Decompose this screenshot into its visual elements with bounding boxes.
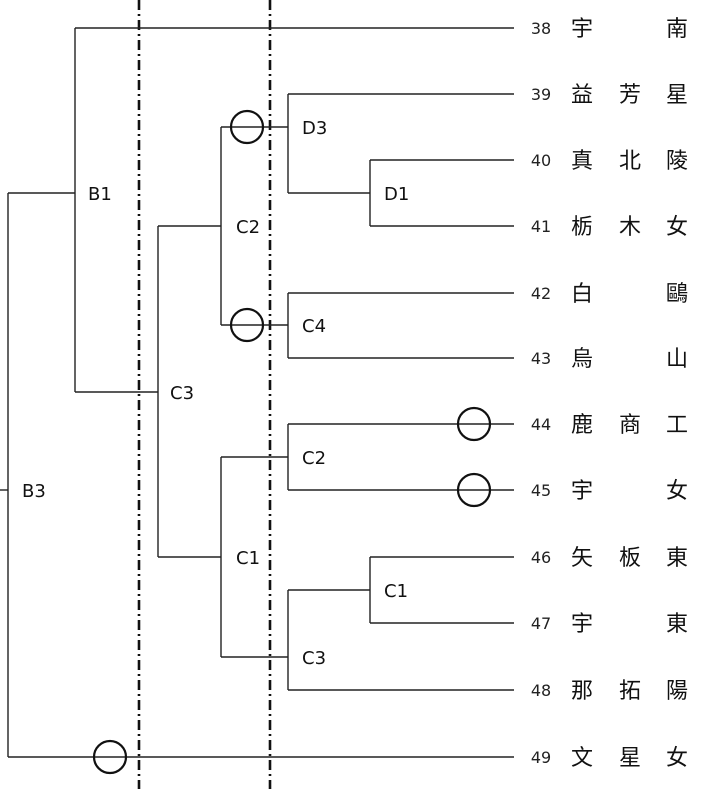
match-labels: D3 D1 C2 C4 C3 C2 C1 C1 C3 B1 B3	[22, 118, 409, 669]
team-number: 41	[531, 217, 551, 236]
team-name-char: 東	[666, 612, 688, 637]
team-number: 42	[531, 284, 551, 303]
match-label-c3-main: C3	[170, 383, 194, 404]
team-number: 45	[531, 481, 551, 500]
match-label-d3: D3	[302, 118, 327, 139]
match-label-c3-lower: C3	[302, 648, 326, 669]
team-number: 43	[531, 349, 551, 368]
team-name-char: 星	[619, 746, 641, 771]
team-name-char: 陽	[666, 679, 688, 704]
team-name-char: 板	[619, 546, 641, 571]
team-name-char: 宇	[571, 612, 593, 637]
team-name-char: 星	[666, 83, 688, 108]
team-number: 44	[531, 415, 551, 434]
match-label-c2-upper: C2	[236, 217, 260, 238]
team-number: 47	[531, 614, 551, 633]
team-entry: 39 益 芳星	[531, 83, 688, 108]
team-name-char: 益	[571, 83, 593, 108]
team-name-char: 山	[666, 347, 688, 372]
match-label-c2-mid: C2	[302, 448, 326, 469]
team-name-char: 北	[619, 149, 641, 174]
team-entry: 46 矢 板東	[531, 546, 688, 571]
team-number: 49	[531, 748, 551, 767]
bracket-lines	[0, 27, 514, 758]
team-name-char: 宇	[571, 479, 593, 504]
team-name-char: 商	[619, 413, 641, 438]
marker-circle-team-45	[456, 472, 492, 508]
marker-circle-team-49	[92, 739, 128, 775]
team-name-char: 鷗	[666, 282, 688, 307]
team-entry: 45 宇 女	[531, 479, 688, 504]
match-label-b1: B1	[88, 184, 112, 205]
marker-circle-team-44	[456, 406, 492, 442]
team-entry: 47 宇 東	[531, 612, 688, 637]
team-number: 46	[531, 548, 551, 567]
team-name-char: 女	[666, 746, 688, 771]
team-name-char: 拓	[619, 679, 641, 704]
team-name-char: 那	[571, 679, 593, 704]
team-entry: 42 白 鷗	[531, 282, 688, 307]
marker-circle-d3	[229, 109, 265, 145]
team-name-char: 宇	[571, 17, 593, 42]
team-entry: 49 文 星女	[531, 746, 688, 771]
team-name-char: 工	[666, 413, 688, 438]
match-label-c4: C4	[302, 316, 326, 337]
team-name-char: 真	[571, 149, 593, 174]
team-name-char: 文	[571, 746, 593, 771]
team-name-char: 木	[619, 215, 641, 240]
team-name-char: 烏	[571, 347, 593, 372]
team-entry: 44 鹿 商工	[531, 413, 688, 438]
team-name-char: 陵	[666, 149, 688, 174]
team-number: 40	[531, 151, 551, 170]
team-name-char: 白	[571, 282, 593, 307]
team-entry: 38 宇 南	[531, 17, 688, 42]
team-name-char: 芳	[619, 83, 641, 108]
team-number: 39	[531, 85, 551, 104]
team-name-char: 矢	[571, 546, 593, 571]
team-entry: 41 栃 木女	[531, 215, 688, 240]
team-entry: 40 真 北陵	[531, 149, 688, 174]
marker-circle-c4	[229, 307, 265, 343]
team-number: 38	[531, 19, 551, 38]
team-number: 48	[531, 681, 551, 700]
team-name-char: 女	[666, 215, 688, 240]
team-entry: 48 那 拓陽	[531, 679, 688, 704]
match-label-c1-lower: C1	[384, 581, 408, 602]
team-name-char: 南	[666, 17, 688, 42]
team-name-char: 東	[666, 546, 688, 571]
match-label-d1: D1	[384, 184, 409, 205]
team-name-char: 女	[666, 479, 688, 504]
circle-markers	[92, 109, 492, 775]
match-label-c1-mid: C1	[236, 548, 260, 569]
team-name-char: 栃	[571, 215, 593, 240]
team-name-char: 鹿	[571, 413, 593, 438]
team-entry: 43 烏 山	[531, 347, 688, 372]
match-label-b3: B3	[22, 481, 46, 502]
